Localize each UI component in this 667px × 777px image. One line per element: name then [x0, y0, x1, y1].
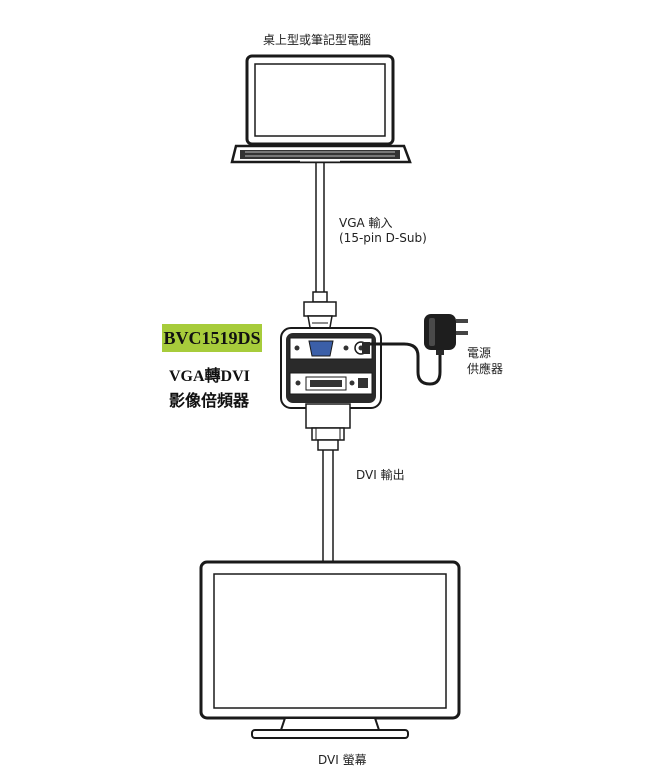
- converter-box-icon: [280, 327, 382, 409]
- monitor-icon: [199, 560, 461, 739]
- laptop-icon: [230, 54, 412, 164]
- product-name-line2: 影像倍頻器: [169, 393, 250, 410]
- vga-input-sublabel: (15-pin D-Sub): [339, 231, 427, 245]
- vga-input-label: VGA 輸入: [339, 216, 393, 230]
- power-supply-label-2: 供應器: [467, 362, 504, 376]
- laptop-label: 桌上型或筆記型電腦: [263, 33, 372, 47]
- dvi-monitor-label: DVI 螢幕: [318, 753, 367, 767]
- dvi-cable-icon: [305, 403, 351, 562]
- power-adapter-icon: [362, 314, 468, 386]
- power-supply-label-1: 電源: [467, 346, 492, 360]
- dvi-output-label: DVI 輸出: [356, 468, 405, 482]
- product-name-line1: VGA轉DVI: [169, 368, 250, 385]
- product-model-badge: BVC1519DS: [162, 324, 262, 352]
- vga-cable-icon: [303, 162, 337, 334]
